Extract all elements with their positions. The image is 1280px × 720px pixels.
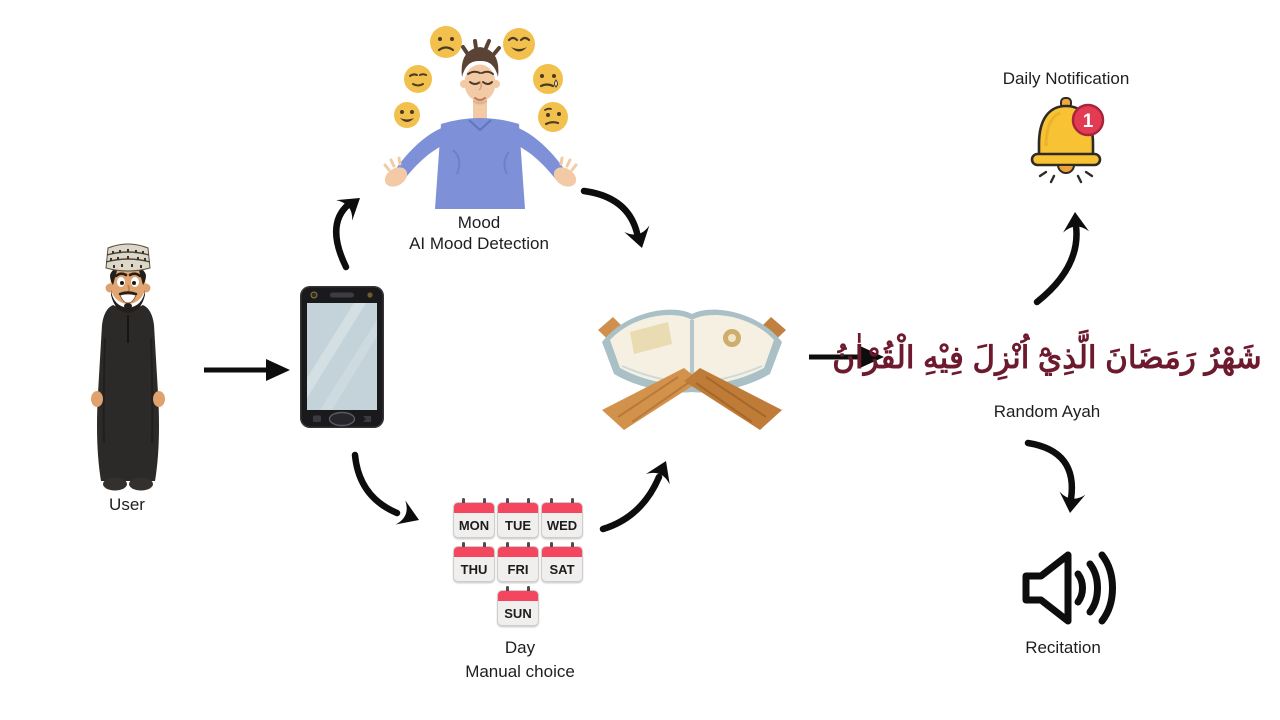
mood-person bbox=[383, 39, 578, 209]
calendar-day: FRI bbox=[497, 542, 539, 582]
bell-clapper bbox=[1056, 164, 1076, 174]
mood-illustration bbox=[383, 26, 578, 209]
phone-illustration bbox=[300, 286, 384, 428]
random-ayah-label: Random Ayah bbox=[993, 402, 1101, 421]
user-beard bbox=[111, 290, 145, 313]
day-subtitle: Manual choice bbox=[465, 662, 575, 681]
speaker-icon bbox=[1022, 551, 1116, 625]
emoji-tearful-icon bbox=[533, 64, 563, 94]
user-robe bbox=[97, 305, 159, 481]
sound-waves bbox=[1074, 551, 1116, 625]
user-kufi-cap bbox=[105, 243, 151, 272]
quran-left-page-text bbox=[630, 322, 672, 354]
calendar-day: SAT bbox=[541, 542, 583, 582]
emoji-sad-icon bbox=[430, 26, 462, 58]
emoji-content-icon bbox=[404, 65, 432, 93]
calendar-day: TUE bbox=[497, 498, 539, 538]
bell-rays bbox=[1038, 170, 1094, 184]
user-label: User bbox=[109, 495, 145, 514]
arrow-ayah-to-notification bbox=[1033, 212, 1090, 306]
notification-badge bbox=[1071, 103, 1105, 137]
emoji-happy-icon bbox=[394, 102, 420, 128]
arrow-quran-to-ayah bbox=[809, 346, 884, 368]
rehal-stand bbox=[602, 368, 782, 430]
phone-home-button bbox=[328, 411, 356, 427]
mood-hair bbox=[461, 47, 499, 77]
phone-speaker-slot bbox=[330, 292, 354, 298]
calendar-day: THU bbox=[453, 542, 495, 582]
notification-badge-count: 1 bbox=[1083, 111, 1094, 132]
calendar-header bbox=[454, 503, 494, 513]
daily-notification-label: Daily Notification bbox=[1002, 69, 1130, 88]
emoji-confused-icon bbox=[538, 102, 568, 132]
phone-screen bbox=[307, 303, 377, 410]
mood-shirt bbox=[435, 118, 525, 209]
bell-base bbox=[1030, 152, 1102, 167]
notification-bell-icon: 1 bbox=[1030, 97, 1105, 184]
calendar-day: MON bbox=[453, 498, 495, 538]
arrow-phone-to-day bbox=[351, 451, 419, 525]
arrow-ayah-to-recitation bbox=[1024, 439, 1086, 513]
phone-camera-dot bbox=[310, 291, 318, 299]
recitation-label: Recitation bbox=[1025, 638, 1101, 657]
mood-subtitle: AI Mood Detection bbox=[409, 234, 549, 253]
arrow-user-to-phone bbox=[204, 359, 290, 381]
day-title: Day bbox=[504, 638, 536, 657]
arrow-phone-to-mood bbox=[332, 198, 360, 271]
user-illustration bbox=[91, 243, 165, 491]
arrow-day-to-quran bbox=[599, 461, 670, 533]
emoji-laughing-icon bbox=[503, 28, 535, 60]
quran-illustration bbox=[598, 309, 786, 430]
arrow-mood-to-quran bbox=[580, 187, 650, 248]
mood-title: Mood bbox=[457, 213, 501, 232]
calendar-day: WED bbox=[541, 498, 583, 538]
calendar-day: SUN bbox=[497, 586, 539, 626]
ayah-calligraphy: شَهْرُ رَمَضَانَ الَّذِيْٓ اُنْزِلَ فِيْ… bbox=[832, 340, 1262, 375]
user-shoes bbox=[103, 477, 127, 491]
